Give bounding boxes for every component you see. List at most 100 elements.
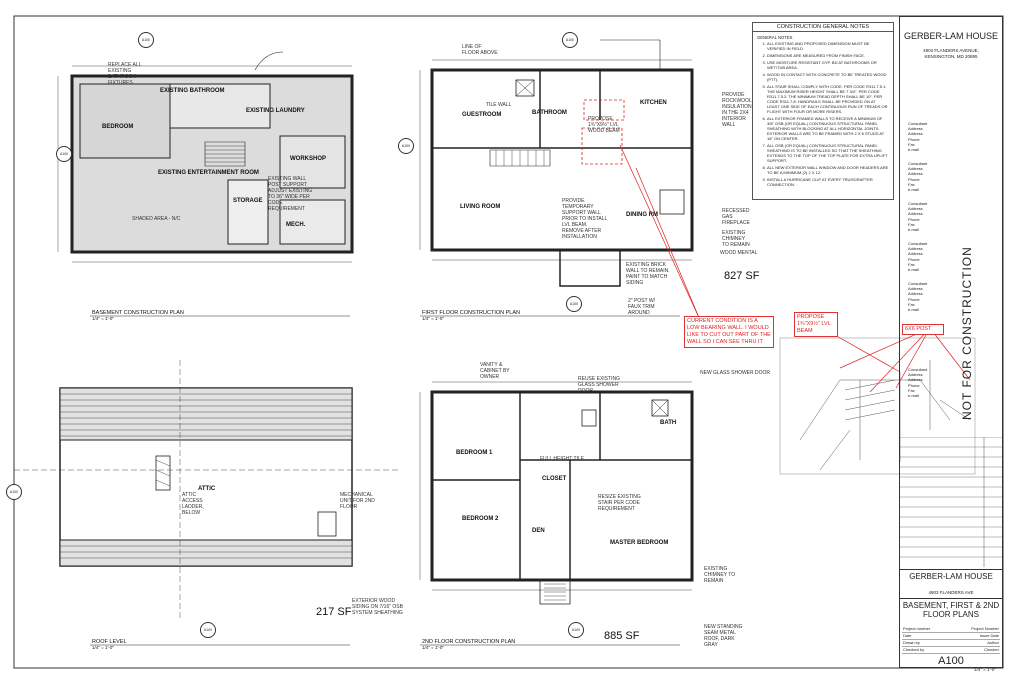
plan-note: EXTERIOR WOOD SIDING ON 7/16" OSB SYSTEM… bbox=[352, 598, 403, 616]
plan-note: REUSE EXISTING GLASS SHOWER DOOR bbox=[578, 376, 620, 394]
plan-note: MECHANICAL UNIT FOR 2ND FLOOR bbox=[340, 492, 375, 510]
plan-note: PROVIDE TEMPORARY SUPPORT WALL PRIOR TO … bbox=[562, 198, 608, 240]
project-address-short: 4903 FLANDERS AVE bbox=[928, 590, 974, 595]
plan-note: NEW STANDING SEAM METAL ROOF, DARK GRAY bbox=[704, 624, 743, 648]
area-label: 827 SF bbox=[724, 270, 760, 282]
note-item: ALL EXISTING AND PROPOSED DIMENSION MUST… bbox=[767, 41, 889, 51]
note-item: ALL NEW EXTERIOR WALL WINDOW AND DOOR HE… bbox=[767, 165, 889, 175]
note-item: ALL STAIR SHALL COMPLY WITH CODE. PER CO… bbox=[767, 84, 889, 114]
plan-note: FULL HEIGHT TILE bbox=[540, 456, 585, 462]
room-label: WORKSHOP bbox=[290, 156, 326, 162]
room-label: BATH bbox=[660, 420, 677, 426]
section-callout[interactable]: A100 bbox=[200, 622, 216, 638]
room-label: BEDROOM 2 bbox=[462, 516, 499, 522]
plan-note: 2" POST W/ FAUX TRIM AROUND bbox=[628, 298, 655, 316]
plan-note: RECESSED GAS FIREPLACE bbox=[722, 208, 750, 226]
notes-general: GENERAL NOTES bbox=[757, 35, 793, 40]
room-label: GUESTROOM bbox=[462, 112, 502, 118]
section-callout[interactable]: A100 bbox=[6, 484, 22, 500]
plan-note: NEW GLASS SHOWER DOOR bbox=[700, 370, 771, 376]
plan-note: ATTIC ACCESS LADDER, BELOW bbox=[182, 492, 204, 516]
section-callout[interactable]: A100 bbox=[562, 32, 578, 48]
note-item: ALL EXTERIOR FRAMED WALLS TO RECEIVE A M… bbox=[767, 116, 889, 141]
section-callout[interactable]: A100 bbox=[398, 138, 414, 154]
notes-header: CONSTRUCTION GENERAL NOTES bbox=[753, 23, 893, 32]
second-floor-plan bbox=[419, 381, 694, 605]
note-item: WOOD IN CONTACT WITH CONCRETE TO BE TREA… bbox=[767, 72, 889, 82]
plan-note: ADJUST EXISTING TO 36" WIDE PER CODE REQ… bbox=[268, 188, 313, 212]
section-callout[interactable]: A100 bbox=[566, 296, 582, 312]
room-label: LIVING ROOM bbox=[460, 204, 501, 210]
sheet-title: BASEMENT, FIRST & 2ND FLOOR PLANS bbox=[900, 598, 1002, 619]
plan-note: VANITY & CABINET BY OWNER bbox=[480, 362, 510, 380]
note-item: USE MOISTURE RESISTANT GYP. BD AT BATHRO… bbox=[767, 60, 889, 70]
plan-note: PROPOSE 1¾"X9½" LVL WOOD BEAM bbox=[588, 116, 620, 134]
section-callout[interactable]: A100 bbox=[56, 146, 72, 162]
not-for-construction-stamp: NOT FOR CONSTRUCTION bbox=[960, 246, 974, 420]
room-label: STORAGE bbox=[233, 198, 263, 204]
plan-note: EXISTING CHIMNEY TO REMAIN bbox=[722, 230, 750, 248]
sheet-number: A100 bbox=[938, 655, 964, 667]
basement-plan bbox=[57, 51, 354, 263]
room-label: MECH. bbox=[286, 222, 306, 228]
project-address: 4903 FLANDERS AVENUE,KENSINGTON, MD 2089… bbox=[923, 48, 979, 59]
room-label: MASTER BEDROOM bbox=[610, 540, 669, 546]
plan-note: TILE WALL bbox=[486, 102, 512, 108]
room-label: KITCHEN bbox=[640, 100, 667, 106]
revision-grid bbox=[900, 437, 1002, 567]
room-label: DINING RM bbox=[626, 212, 658, 218]
roof-plan bbox=[14, 360, 400, 620]
room-label: CLOSET bbox=[542, 476, 567, 482]
note-item: INSTALL A HURRICANE CLIP AT EVERY TRUSS/… bbox=[767, 177, 889, 187]
plan-note: RESIZE EXISTING STAIR PER CODE REQUIREME… bbox=[598, 494, 641, 512]
construction-general-notes: CONSTRUCTION GENERAL NOTES GENERAL NOTES… bbox=[752, 22, 894, 200]
area-label: 217 SF bbox=[316, 606, 352, 618]
plan-note: REPLACE ALL EXISTING BATHROOM FIXTURES bbox=[108, 62, 142, 86]
room-label: BEDROOM 1 bbox=[456, 450, 493, 456]
plan-note: WOOD MENTAL bbox=[720, 250, 758, 256]
sheet-scale: 1/4" = 1'-0" bbox=[974, 667, 996, 672]
room-label: BEDROOM bbox=[102, 124, 134, 130]
redline-comment: CURRENT CONDITION IS A LOW BEARING WALL.… bbox=[684, 316, 774, 348]
plan-note: EXISTING WALL POST SUPPORT bbox=[268, 176, 307, 188]
project-name-small: GERBER-LAM HOUSE bbox=[900, 569, 1002, 581]
firm-name: GERBER-LAM HOUSE bbox=[903, 31, 999, 41]
plan-note: SHADED AREA - N/C bbox=[132, 216, 181, 222]
room-label: DEN bbox=[532, 528, 545, 534]
plan-note: EXISTING CHIMNEY TO REMAIN bbox=[704, 566, 736, 584]
room-label: EXISTING LAUNDRY bbox=[246, 108, 305, 114]
first-floor-plan bbox=[419, 39, 701, 321]
note-item: ALL OSB (OR EQUAL) CONTINUOUS STRUCTURAL… bbox=[767, 143, 889, 163]
note-item: DIMENSIONS ARE MEASURED FROM FINISH FACE… bbox=[767, 53, 889, 58]
area-label: 885 SF bbox=[604, 630, 640, 642]
photo-post-label: 6X6 POST bbox=[902, 324, 944, 335]
title-block: GERBER-LAM HOUSE 4903 FLANDERS AVENUE,KE… bbox=[899, 16, 1003, 672]
room-label: BATHROOM bbox=[532, 110, 567, 116]
room-label: EXISTING ENTERTAINMENT ROOM bbox=[158, 170, 259, 176]
section-callout[interactable]: A100 bbox=[568, 622, 584, 638]
plan-note: PROVIDE ROCKWOOL INSULATION IN THE 2X4 I… bbox=[722, 92, 752, 128]
room-label: ATTIC bbox=[198, 486, 216, 492]
plan-note: EXISTING BRICK WALL TO REMAIN. PAINT TO … bbox=[626, 262, 670, 286]
photo-beam-label: PROPOSE 1¾"X9½" LVL BEAM bbox=[794, 312, 838, 337]
notes-list: ALL EXISTING AND PROPOSED DIMENSION MUST… bbox=[753, 41, 893, 187]
plan-note: LINE OF FLOOR ABOVE bbox=[462, 44, 498, 56]
room-label: EXISTING BATHROOM bbox=[160, 88, 225, 94]
section-callout[interactable]: A100 bbox=[138, 32, 154, 48]
